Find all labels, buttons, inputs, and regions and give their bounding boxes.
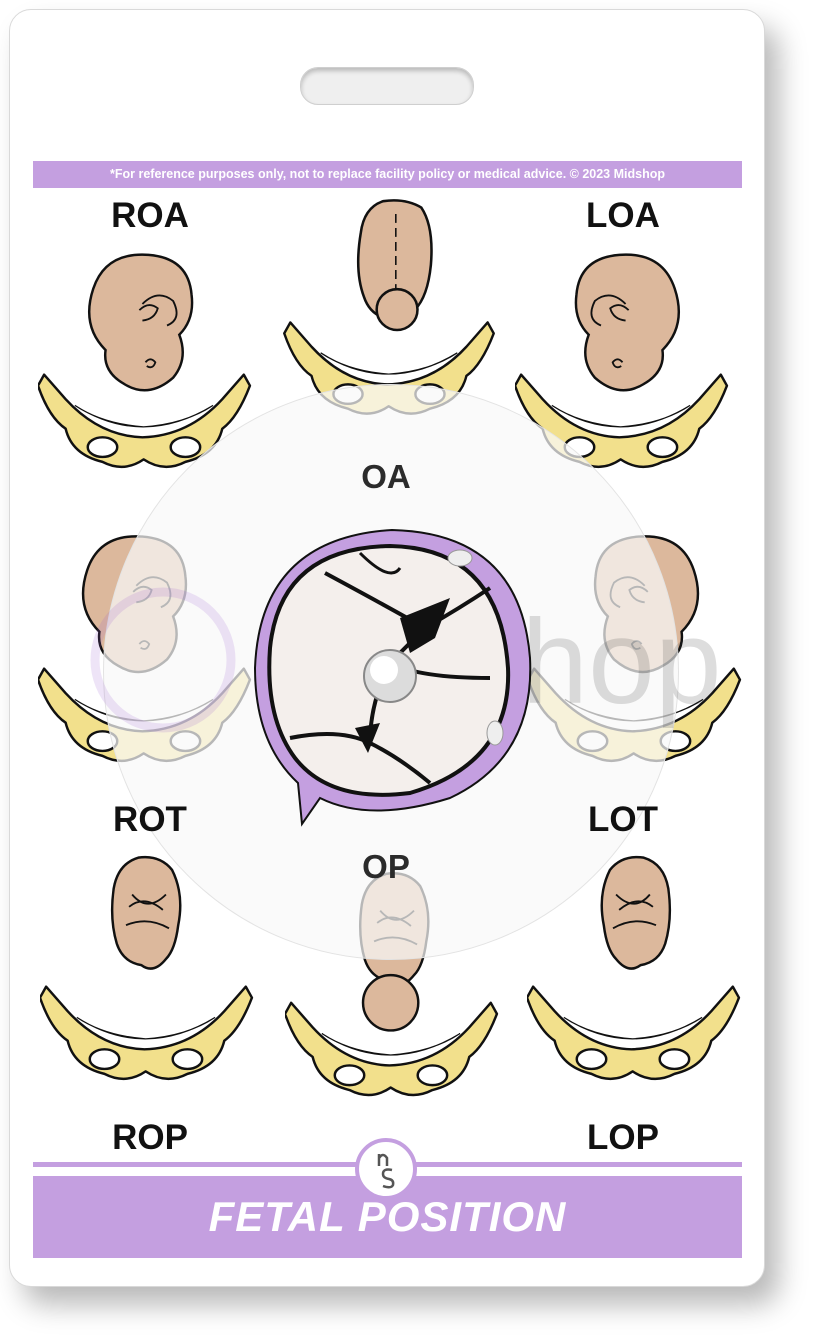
wheel-label-oa: OA (361, 458, 411, 495)
title-banner: FETAL POSITION (33, 1176, 742, 1258)
disclaimer-banner: *For reference purposes only, not to rep… (33, 161, 742, 188)
wheel-label-op: OP (362, 848, 410, 885)
op-illustration (285, 872, 499, 1097)
label-lot: LOT (588, 800, 658, 839)
fetal-skull-dial[interactable] (250, 528, 535, 828)
label-roa: ROA (111, 196, 189, 235)
label-lop: LOP (587, 1118, 659, 1157)
card-title: FETAL POSITION (208, 1193, 567, 1240)
ms-logo-icon (377, 1153, 395, 1189)
lanyard-slot (300, 67, 474, 105)
midshop-logo (355, 1138, 417, 1200)
label-rot: ROT (113, 800, 187, 839)
label-rop: ROP (112, 1118, 188, 1157)
label-loa: LOA (586, 196, 660, 235)
